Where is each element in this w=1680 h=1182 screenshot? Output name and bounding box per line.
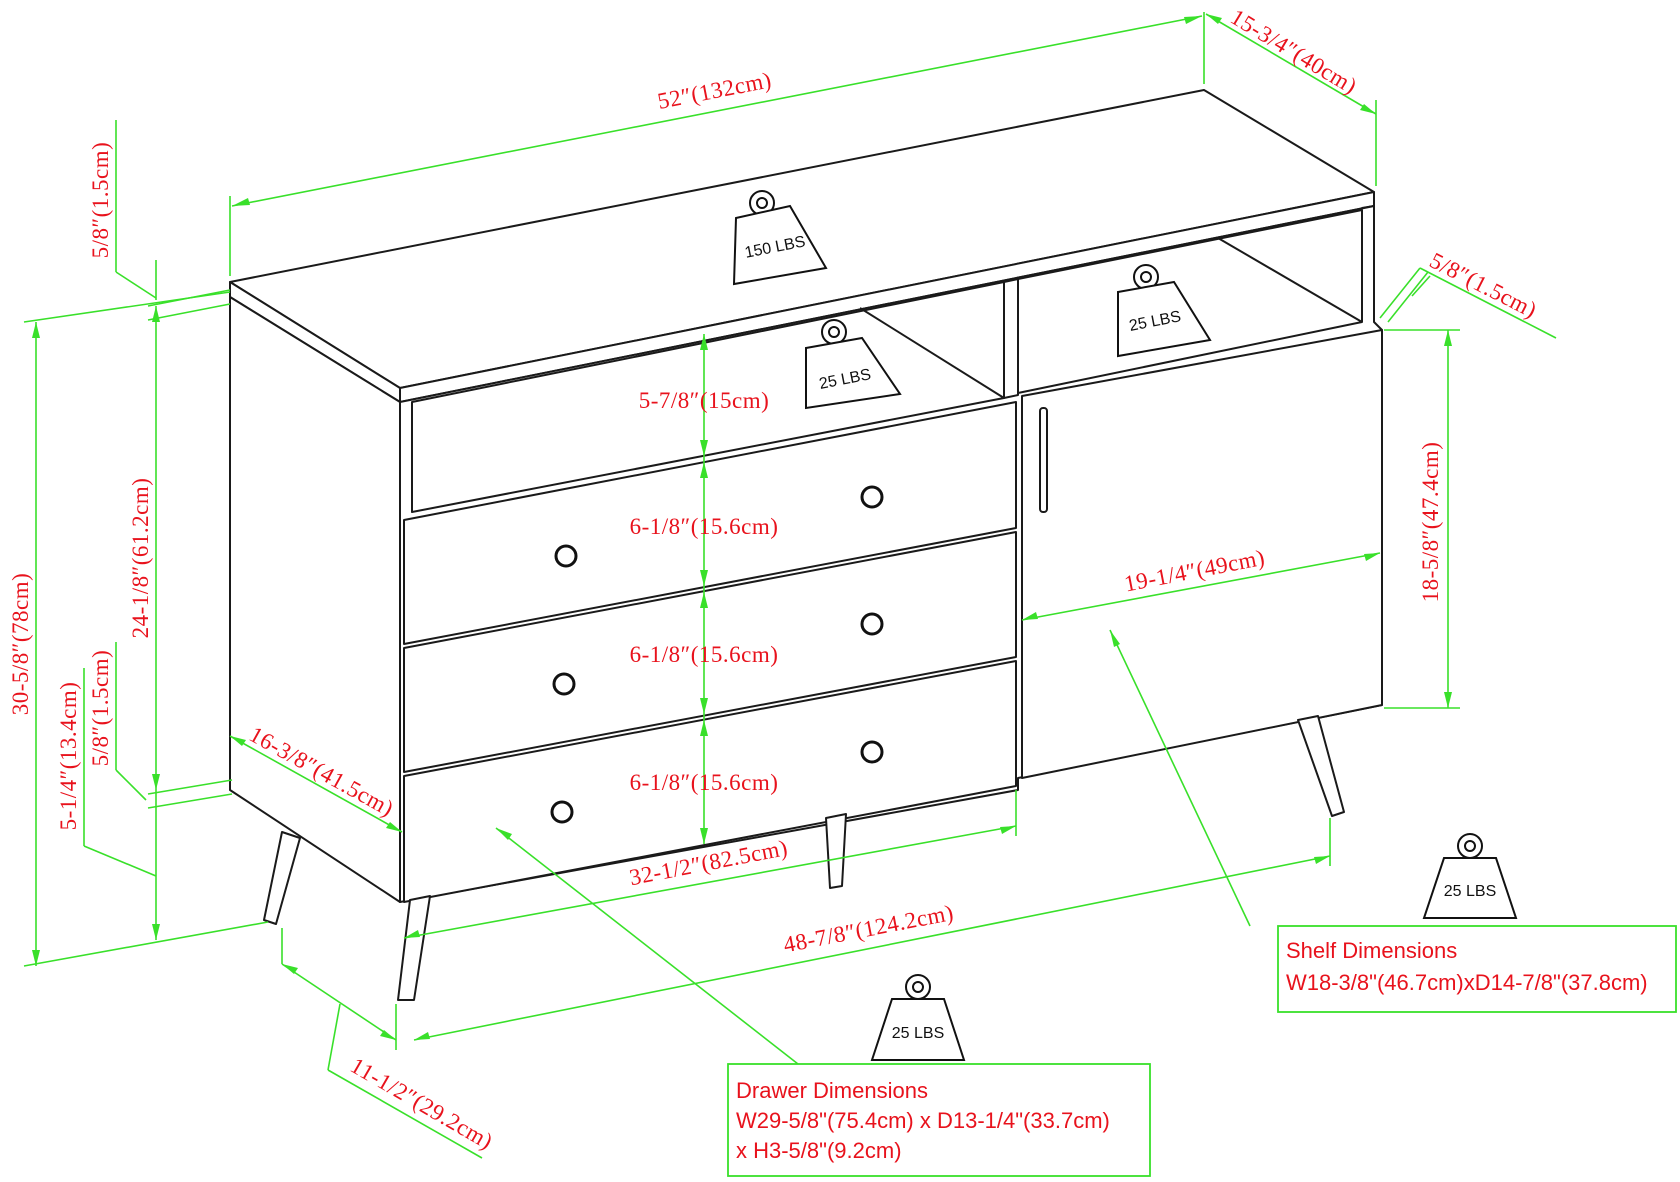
label-door-height: 18-5/8″(47.4cm) — [1418, 442, 1443, 603]
label-bottom-thickness: 5/8″(1.5cm) — [88, 650, 113, 767]
label-leg-height: 5-1/4″(13.4cm) — [56, 682, 81, 831]
weight-icon-drawer: 25 LBS — [870, 974, 966, 1061]
drawer-3 — [403, 660, 1017, 903]
shelf-box-line1: W18-3/8"(46.7cm)xD14-7/8"(37.8cm) — [1286, 970, 1648, 995]
knob-icon — [860, 740, 884, 764]
cabinet-door — [1021, 329, 1383, 779]
label-leg-span-depth: 11-1/2″(29.2cm) — [346, 1053, 497, 1155]
label-drawer3-height: 6-1/8″(15.6cm) — [630, 770, 779, 795]
weight-icon-left-shelf: 25 LBS — [805, 319, 902, 410]
leg-back-left — [263, 831, 301, 925]
shelf-dimensions-box: Shelf Dimensions W18-3/8"(46.7cm)xD14-7/… — [1277, 925, 1677, 1013]
label-top-thickness-right: 5/8″(1.5cm) — [1426, 248, 1541, 323]
leg-front-right — [1297, 715, 1345, 817]
drawer-knobs — [550, 485, 884, 824]
drawer-2 — [403, 531, 1017, 773]
drawer-1 — [403, 401, 1017, 645]
drawer-box-line1: W29-5/8"(75.4cm) x D13-1/4"(33.7cm) — [736, 1108, 1110, 1133]
shelf-back-line-right — [1217, 237, 1363, 323]
label-top-thickness: 5/8″(1.5cm) — [88, 142, 113, 259]
leg-middle — [825, 813, 847, 889]
label-overall-width: 52″(132cm) — [655, 67, 773, 114]
label-overall-depth: 15-3/4″(40cm) — [1226, 4, 1361, 99]
drawer-box-line2: x H3-5/8"(9.2cm) — [736, 1138, 902, 1163]
label-open-shelf-height: 5-7/8″(15cm) — [639, 388, 770, 413]
weight-icon-right-shelf: 25 LBS — [1117, 264, 1212, 358]
shelf-box-title: Shelf Dimensions — [1286, 938, 1457, 963]
knob-icon — [550, 800, 574, 824]
knob-icon — [860, 485, 884, 509]
knob-icon — [554, 544, 578, 568]
dimension-lines — [23, 12, 1557, 1159]
label-body-height: 24-1/8″(61.2cm) — [128, 478, 153, 639]
weight-icon-top: 150 LBS — [732, 190, 828, 286]
weight-label-cabinet-shelf: 25 LBS — [1444, 883, 1496, 900]
shelf-back-line — [859, 307, 1005, 399]
drawer-dimensions-box: Drawer Dimensions W29-5/8"(75.4cm) x D13… — [727, 1063, 1151, 1177]
weight-label-drawer: 25 LBS — [892, 1025, 944, 1042]
label-drawer1-height: 6-1/8″(15.6cm) — [630, 514, 779, 539]
label-overall-height: 30-5/8″(78cm) — [8, 573, 33, 716]
sideboard-drawing — [229, 89, 1383, 1001]
weight-icon-cabinet-shelf: 25 LBS — [1422, 833, 1518, 919]
door-handle — [1039, 407, 1048, 513]
leg-front-left — [397, 895, 431, 1001]
label-drawer2-height: 6-1/8″(15.6cm) — [630, 642, 779, 667]
knob-icon — [860, 612, 884, 636]
knob-icon — [552, 672, 576, 696]
center-divider — [1003, 278, 1019, 399]
legs — [263, 715, 1345, 1001]
drawer-box-title: Drawer Dimensions — [736, 1078, 928, 1103]
